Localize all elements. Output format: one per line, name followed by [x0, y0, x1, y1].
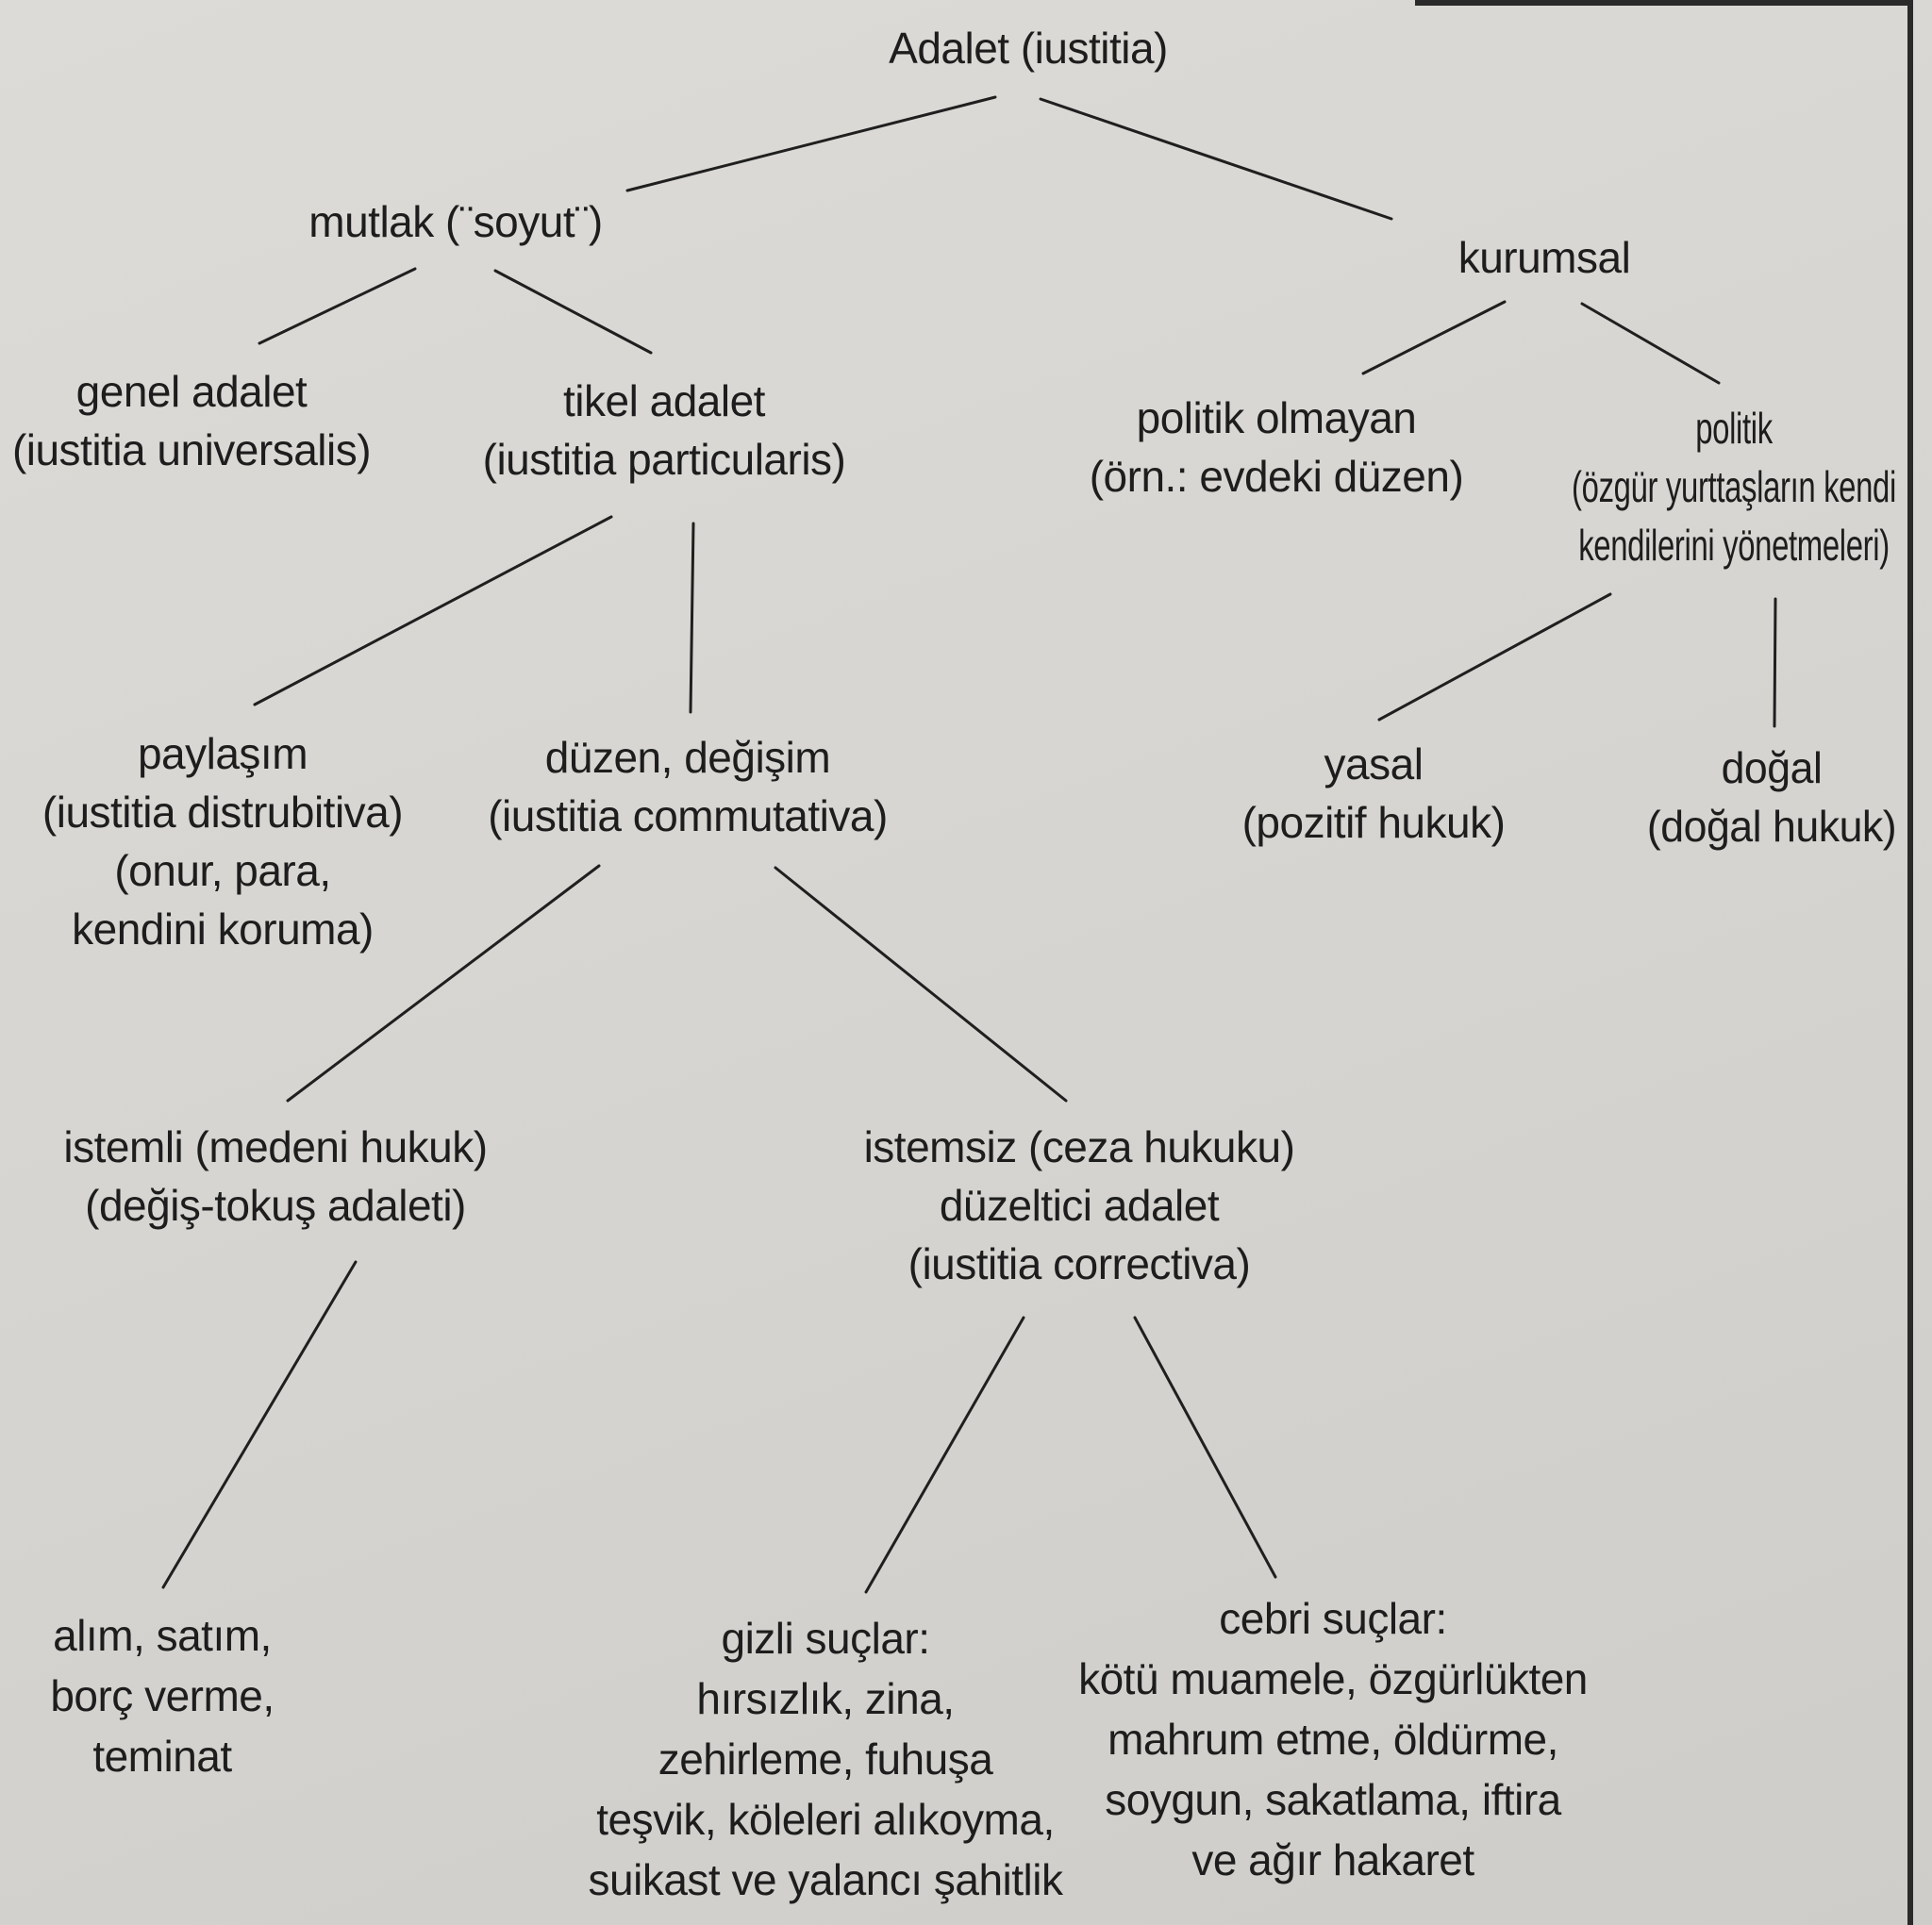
edge-politik-yasal	[1377, 592, 1612, 722]
node-line: kurumsal	[1457, 233, 1631, 282]
node-line: mutlak (¨soyut¨)	[308, 197, 603, 246]
node-gizli-suclar: gizli suçlar: hırsızlık, zina, zehirleme…	[589, 1608, 1063, 1910]
node-line: borç verme,	[50, 1671, 275, 1720]
node-line: kötü muamele, özgürlükten	[1078, 1654, 1588, 1703]
node-line: (pozitif hukuk)	[1241, 798, 1506, 847]
node-line: (iustitia correctiva)	[908, 1239, 1251, 1288]
node-line: Adalet (iustitia)	[889, 24, 1168, 73]
node-line: (iustitia particularis)	[482, 435, 846, 484]
node-line: düzen, değişim	[544, 733, 831, 782]
node-line: paylaşım	[137, 729, 308, 778]
node-line: genel adalet	[75, 367, 308, 416]
node-line: (özgür yurttaşların kendi	[1572, 462, 1896, 511]
edge-duzen-istemsiz	[774, 866, 1068, 1103]
edge-istemli-alim	[161, 1260, 358, 1589]
node-line: (onur, para,	[114, 846, 331, 895]
edge-duzen-istemli	[286, 864, 601, 1103]
edge-kurumsal-politik	[1580, 302, 1721, 385]
node-genel-adalet: genel adalet (iustitia universalis)	[11, 362, 372, 479]
node-line: yasal	[1324, 739, 1424, 788]
node-line: kendini koruma)	[72, 904, 374, 954]
node-line: hırsızlık, zina,	[696, 1674, 955, 1723]
node-line: düzeltici adalet	[939, 1181, 1220, 1230]
node-line: (iustitia distrubitiva)	[42, 788, 404, 837]
node-duzen-degisim: düzen, değişim (iustitia commutativa)	[488, 728, 888, 845]
node-line: istemsiz (ceza hukuku)	[863, 1122, 1295, 1171]
node-istemsiz: istemsiz (ceza hukuku) düzeltici adalet …	[864, 1118, 1295, 1293]
node-line: alım, satım,	[53, 1611, 272, 1660]
node-mutlak: mutlak (¨soyut¨)	[308, 192, 603, 251]
edge-istemsiz-cebri	[1133, 1316, 1277, 1579]
node-line: soygun, sakatlama, iftira	[1105, 1775, 1561, 1824]
edge-tikel-paylasim	[253, 515, 613, 706]
node-line: mahrum etme, öldürme,	[1108, 1715, 1558, 1764]
edge-root-kurumsal	[1039, 97, 1393, 221]
node-line: politik olmayan	[1136, 393, 1417, 442]
edge-tikel-duzen	[689, 522, 695, 714]
edge-politik-dogal	[1773, 597, 1777, 728]
node-line: zehirleme, fuhuşa	[658, 1734, 993, 1784]
node-cebri-suclar: cebri suçlar: kötü muamele, özgürlükten …	[1078, 1588, 1588, 1890]
node-line: politik	[1695, 404, 1773, 453]
node-dogal: doğal (doğal hukuk)	[1646, 738, 1897, 855]
edge-kurumsal-politik-olmayan	[1361, 300, 1507, 375]
edge-root-mutlak	[625, 95, 997, 192]
edge-mutlak-genel	[258, 267, 417, 345]
node-line: (değiş-tokuş adaleti)	[85, 1181, 466, 1230]
node-line: (iustitia universalis)	[11, 425, 372, 474]
node-alim-satim: alım, satım, borç verme, teminat	[50, 1605, 275, 1786]
node-paylasim: paylaşım (iustitia distrubitiva) (onur, …	[42, 724, 404, 958]
node-line: istemli (medeni hukuk)	[63, 1122, 488, 1171]
page-frame-border-top	[1415, 0, 1913, 6]
node-line: kendilerini yönetmeleri)	[1578, 521, 1890, 570]
node-line: suikast ve yalancı şahitlik	[588, 1855, 1063, 1904]
page-frame-border	[1907, 0, 1913, 1925]
node-kurumsal: kurumsal	[1458, 228, 1631, 287]
node-line: cebri suçlar:	[1219, 1594, 1447, 1643]
node-tikel-adalet: tikel adalet (iustitia particularis)	[483, 372, 846, 489]
node-politik-olmayan: politik olmayan (örn.: evdeki düzen)	[1090, 389, 1464, 506]
node-yasal: yasal (pozitif hukuk)	[1242, 735, 1506, 852]
node-line: (örn.: evdeki düzen)	[1089, 452, 1464, 501]
node-line: (doğal hukuk)	[1646, 802, 1897, 851]
node-root-adalet: Adalet (iustitia)	[889, 19, 1168, 77]
edge-istemsiz-gizli	[864, 1316, 1025, 1594]
edge-mutlak-tikel	[493, 269, 653, 355]
node-line: ve ağır hakaret	[1191, 1835, 1474, 1884]
node-line: teşvik, köleleri alıkoyma,	[596, 1795, 1055, 1844]
node-line: tikel adalet	[563, 376, 765, 425]
node-istemli: istemli (medeni hukuk) (değiş-tokuş adal…	[63, 1118, 488, 1235]
node-line: teminat	[92, 1732, 232, 1781]
node-line: gizli suçlar:	[721, 1614, 930, 1663]
node-politik: politik (özgür yurttaşların kendi kendil…	[1572, 399, 1896, 574]
node-line: doğal	[1721, 743, 1823, 792]
node-line: (iustitia commutativa)	[488, 791, 888, 840]
